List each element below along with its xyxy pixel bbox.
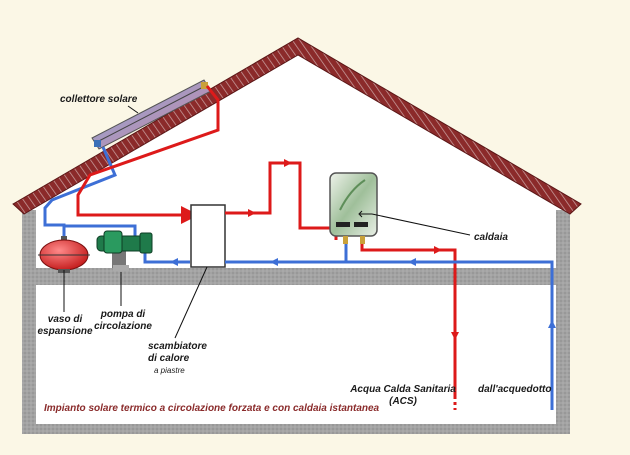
hot-pipe-collector-supply [76,85,220,224]
label-acs-line1: Acqua Calda Sanitaria [350,384,456,395]
label-exchanger-line2: di calore [148,353,190,364]
label-acs-line2: (ACS) [389,396,417,407]
leader-exchanger [174,266,208,339]
boiler [329,172,378,244]
left-wall [22,210,36,432]
label-vessel-line2: espansione [37,326,93,337]
solar-collector [91,79,212,150]
house-interior [22,50,568,425]
label-pump-line2: circolazione [94,321,152,332]
floor-slab [22,268,570,285]
leader-collector [127,105,139,114]
label-exchanger-line3: a piastre [154,366,185,375]
right-wall [556,210,570,432]
label-exchanger-line1: scambiatore [148,341,207,352]
diagram-caption: Impianto solare termico a circolazione f… [44,403,380,414]
roof [12,37,582,215]
label-pump-line1: pompa di [100,309,146,320]
label-vessel-line1: vaso di [47,314,83,325]
label-exchanger: scambiatore di calore a piastre [148,341,207,377]
leader-boiler [371,213,471,236]
label-vessel: vaso di espansione [34,314,96,338]
label-acs: Acqua Calda Sanitaria (ACS) [343,384,463,408]
label-mains: dall'acquedotto [478,384,552,395]
cold-pipe-to-pump [64,224,137,238]
label-collector: collettore solare [60,94,138,105]
label-boiler: caldaia [474,232,508,243]
ground-floor [22,424,570,434]
hot-pipe-to-acs [360,244,457,398]
circulation-pump [96,230,153,271]
plate-heat-exchanger [190,204,226,268]
label-pump: pompa di circolazione [90,309,156,333]
cold-pipe-mains [225,260,554,410]
